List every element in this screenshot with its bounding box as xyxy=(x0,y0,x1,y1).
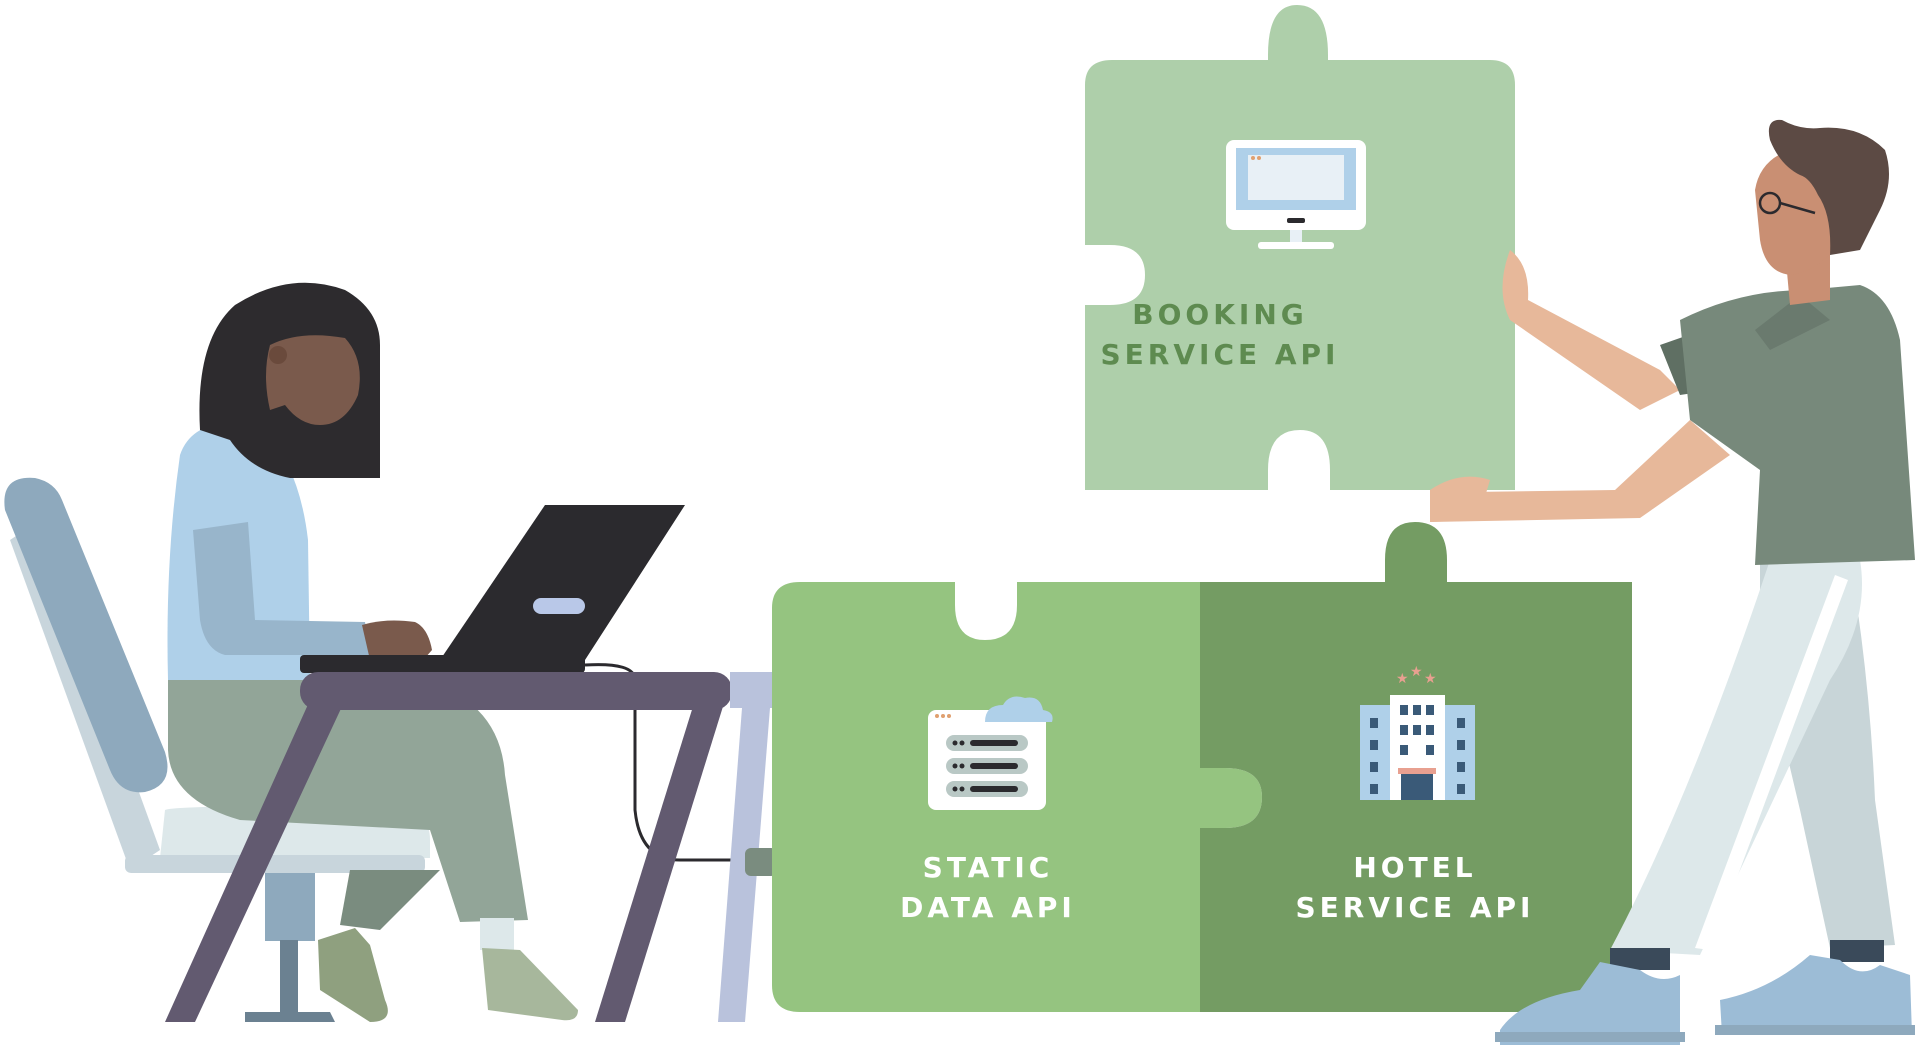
man-leg-front xyxy=(1610,560,1862,955)
man-shoe-back xyxy=(1720,955,1912,1035)
svg-text:★: ★ xyxy=(1410,664,1423,680)
chair-stem xyxy=(280,940,298,1015)
desk-leg-left xyxy=(165,700,345,1022)
booking-label-line1: BOOKING xyxy=(1132,298,1308,331)
chair-post xyxy=(265,873,315,941)
desk-leg-right xyxy=(595,700,725,1022)
hotel-label-line2: SERVICE API xyxy=(1295,891,1535,924)
desk-top xyxy=(300,672,732,710)
cloud-server-icon xyxy=(928,696,1053,810)
static-label-line2: DATA API xyxy=(900,891,1076,924)
chair-seat-base xyxy=(125,855,425,873)
man-collar-fold xyxy=(1755,295,1830,350)
man-leg-stripe xyxy=(1695,575,1848,950)
man-sock-back xyxy=(1830,940,1884,962)
hotel-building-icon: ★ ★ ★ xyxy=(1360,664,1475,800)
cable-plug xyxy=(745,848,777,876)
laptop-base xyxy=(300,655,585,673)
man-sock-front xyxy=(1610,948,1670,970)
woman-lower-leg-back xyxy=(340,870,440,930)
man-shirt xyxy=(1680,285,1915,565)
desk-leg-back xyxy=(718,708,770,1022)
laptop-logo xyxy=(533,598,585,614)
woman-ear xyxy=(269,346,287,364)
hotel-label-line1: HOTEL xyxy=(1353,851,1477,884)
man-holding-puzzle-illustration xyxy=(1430,119,1915,1045)
woman-sock-right xyxy=(480,918,514,950)
man-back-arm xyxy=(1502,250,1680,410)
booking-service-label: BOOKING SERVICE API xyxy=(1080,295,1360,375)
hotel-service-label: HOTEL SERVICE API xyxy=(1275,848,1555,928)
svg-text:★: ★ xyxy=(1424,671,1437,687)
laptop-screen xyxy=(440,505,685,660)
booking-label-line2: SERVICE API xyxy=(1100,338,1340,371)
static-data-label: STATIC DATA API xyxy=(858,848,1118,928)
static-label-line1: STATIC xyxy=(922,851,1054,884)
woman-face xyxy=(266,335,360,425)
monitor-icon xyxy=(1226,140,1366,249)
man-hair xyxy=(1768,119,1889,255)
woman-shoe-left xyxy=(318,928,388,1022)
desk-extension xyxy=(730,672,775,708)
woman-sleeve xyxy=(193,522,372,655)
chair-foot xyxy=(245,1012,335,1022)
man-front-hand xyxy=(1430,476,1490,522)
man-shoe-front xyxy=(1500,962,1680,1045)
woman-thigh xyxy=(168,676,528,922)
woman-at-laptop-illustration xyxy=(4,282,777,1022)
woman-hand xyxy=(362,620,432,660)
chair-back xyxy=(4,477,168,793)
woman-shoe-right xyxy=(482,948,578,1021)
man-front-arm xyxy=(1430,420,1730,522)
svg-text:★: ★ xyxy=(1396,671,1409,687)
